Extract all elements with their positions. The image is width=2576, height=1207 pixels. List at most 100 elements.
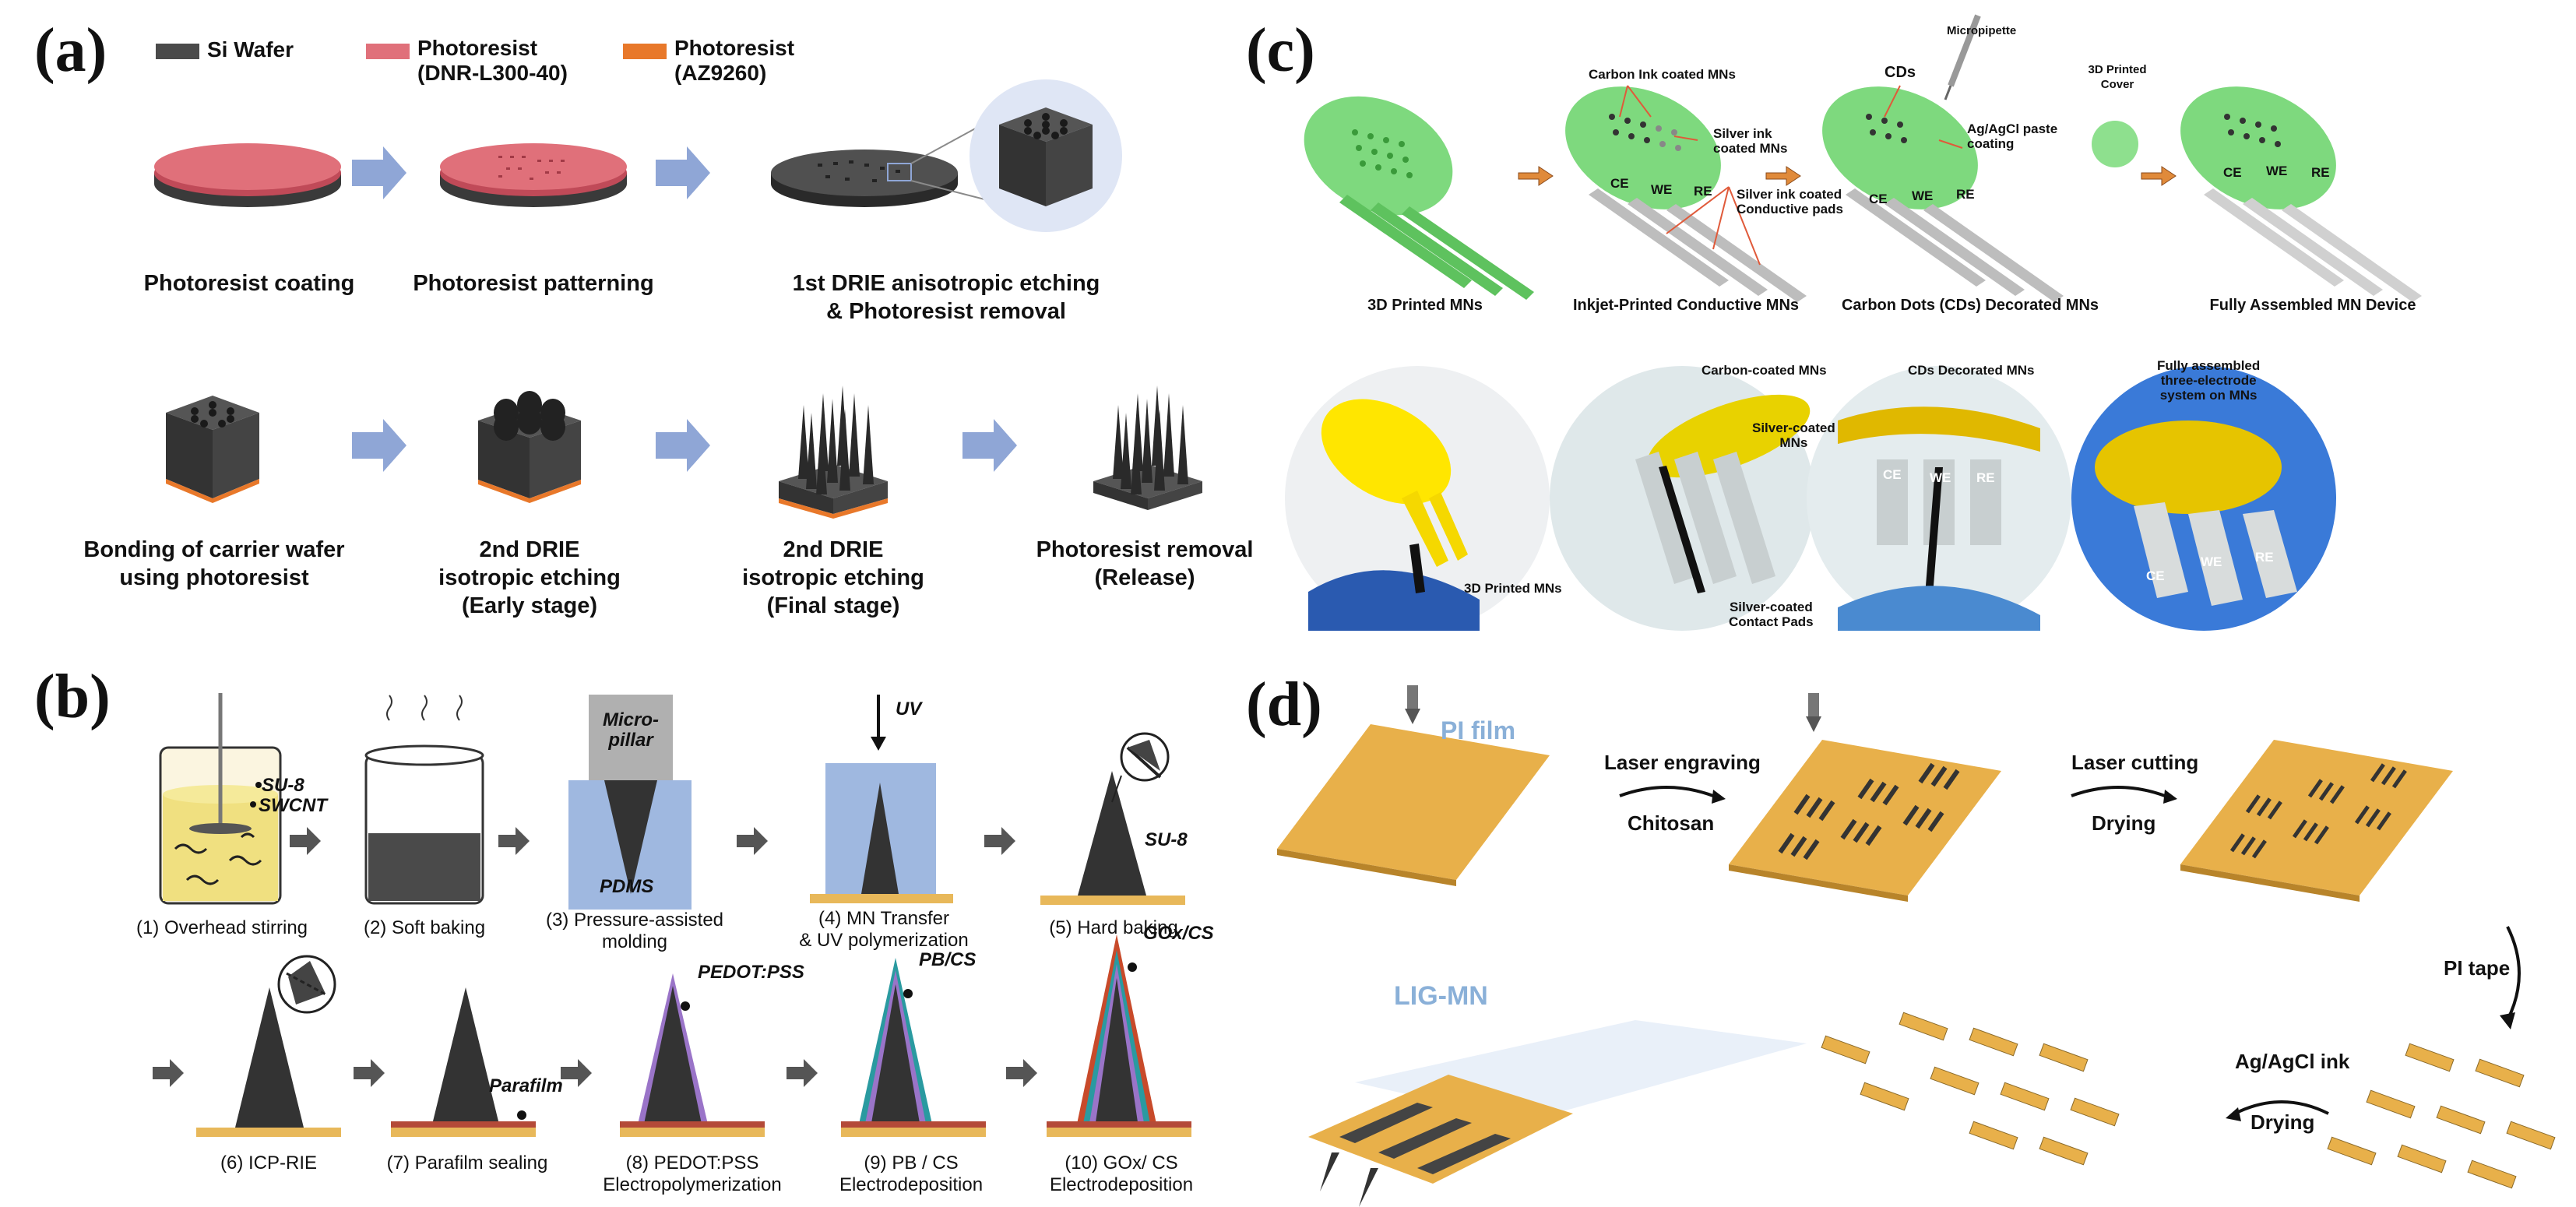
- caption-c-2: Inkjet-Printed Conductive MNs: [1572, 297, 1800, 314]
- label-pedot: PEDOT:PSS: [698, 962, 804, 983]
- process-arrow: [984, 827, 1015, 855]
- caption-a-row2-4: Photoresist removal(Release): [1036, 537, 1254, 590]
- photo-cds: [1807, 366, 2071, 631]
- label-uv: UV: [896, 699, 922, 720]
- caption-c-1: 3D Printed MNs: [1367, 297, 1483, 314]
- photo-label-re-4: RE: [2255, 550, 2274, 565]
- annot-cds: CDs: [1884, 64, 1916, 81]
- label-micropillar: Micro-pillar: [603, 709, 659, 751]
- photo-label-ce: CE: [1883, 467, 1902, 482]
- annot-we-4: WE: [2266, 164, 2288, 178]
- legend-swatch-si-wafer: [156, 44, 199, 59]
- photo-assembled: [2071, 366, 2336, 631]
- photo-coated: [1550, 366, 1814, 631]
- process-arrow: [153, 1059, 184, 1087]
- parafilm-sealing: [391, 987, 536, 1137]
- caption-b-2: (2) Soft baking: [363, 917, 486, 938]
- d-chitosan: Chitosan: [1628, 811, 1715, 835]
- pbcs-coated: [841, 958, 986, 1137]
- pedot-coated: [620, 973, 765, 1137]
- cover-disk: [2092, 121, 2138, 167]
- process-arrow: [354, 1059, 385, 1087]
- device-inkjet: [1565, 85, 1807, 302]
- caption-c-4: Fully Assembled MN Device: [2209, 297, 2416, 314]
- transition-arrow: [1765, 166, 1801, 186]
- device-3d-printed: [1304, 96, 1534, 300]
- uv-transfer: [810, 695, 953, 903]
- process-arrow: [656, 146, 710, 199]
- device-assembled: [2180, 86, 2422, 302]
- caption-a-row1-3: 1st DRIE anisotropic etching& Photoresis…: [792, 271, 1100, 324]
- photo-label-cds: CDs Decorated MNs: [1908, 363, 2035, 378]
- hard-baking: [1040, 732, 1185, 905]
- label-parafilm: Parafilm: [489, 1075, 563, 1096]
- wafer-coated: [154, 143, 341, 207]
- arrow-pi-tape: [2506, 926, 2521, 1021]
- photo-label-ce-4: CE: [2146, 568, 2165, 583]
- label-swcnt: SWCNT: [259, 795, 327, 816]
- d-laser-cutting: Laser cutting: [2071, 751, 2199, 774]
- caption-c-3: Carbon Dots (CDs) Decorated MNs: [1841, 297, 2099, 314]
- annot-carbon-ink: Carbon Ink coated MNs: [1589, 67, 1736, 82]
- annot-re-3: RE: [1956, 187, 1975, 202]
- photo-label-we: WE: [1930, 470, 1951, 485]
- annot-re-4: RE: [2311, 165, 2330, 180]
- engraved-sheet: [1729, 693, 2001, 902]
- mn-devices-left: [1821, 1012, 2120, 1166]
- annot-we-3: WE: [1912, 188, 1934, 203]
- caption-b-1: (1) Overhead stirring: [135, 917, 308, 938]
- transition-arrow: [2141, 166, 2177, 186]
- beaker-stirring: [159, 693, 282, 905]
- panel-c: (c): [1246, 0, 2576, 646]
- annot-ce-3: CE: [1869, 192, 1888, 206]
- caption-b-5: (5) Hard baking: [1049, 917, 1178, 938]
- transition-arrow: [1518, 166, 1554, 186]
- panel-d-illustrations: [1277, 685, 2556, 1207]
- panel-label-b: (b): [34, 663, 111, 731]
- process-arrow: [352, 146, 406, 199]
- panel-a-illustrations: [154, 79, 1202, 519]
- magnified-cube: [970, 79, 1122, 232]
- released-needles: [1093, 385, 1202, 510]
- panel-label-c: (c): [1246, 16, 1315, 85]
- cut-sheet: [2180, 740, 2453, 902]
- pdms-mold: [568, 695, 692, 910]
- process-arrow: [352, 419, 406, 472]
- caption-b-7: (7) Parafilm sealing: [386, 1152, 548, 1174]
- d-lig-mn: LIG-MN: [1394, 981, 1488, 1011]
- caption-b-4: (4) MN Transfer& UV polymerization: [799, 908, 969, 951]
- legend-si-wafer: Si Wafer: [207, 37, 294, 62]
- panel-b: (b): [0, 646, 1285, 1207]
- legend-photoresist-az: Photoresist (AZ9260): [674, 36, 795, 85]
- annot-we-2: WE: [1651, 182, 1673, 197]
- d-drying-2: Drying: [2250, 1110, 2315, 1134]
- d-pi-tape: PI tape: [2444, 956, 2511, 980]
- annot-ce-2: CE: [1610, 176, 1629, 191]
- arrow-engraving: [1619, 786, 1714, 797]
- device-cds: [1822, 14, 2064, 302]
- caption-a-row1-2: Photoresist patterning: [413, 271, 654, 296]
- panel-d: (d): [1246, 654, 2576, 1207]
- bonded-cube: [166, 396, 259, 503]
- process-arrow: [498, 827, 530, 855]
- mn-devices-right: [2327, 1043, 2556, 1189]
- beaker-soft-baking: [364, 695, 484, 905]
- process-arrow: [290, 827, 321, 855]
- d-agagcl-ink: Ag/AgCl ink: [2235, 1050, 2350, 1073]
- caption-b-6: (6) ICP-RIE: [220, 1152, 317, 1174]
- pi-film-sheet: [1277, 685, 1550, 886]
- final-etch-needles: [779, 385, 888, 519]
- icp-rie: [196, 955, 341, 1137]
- annot-ce-4: CE: [2223, 165, 2242, 180]
- process-arrow: [787, 1059, 818, 1087]
- arrow-agagcl: [2234, 1100, 2329, 1115]
